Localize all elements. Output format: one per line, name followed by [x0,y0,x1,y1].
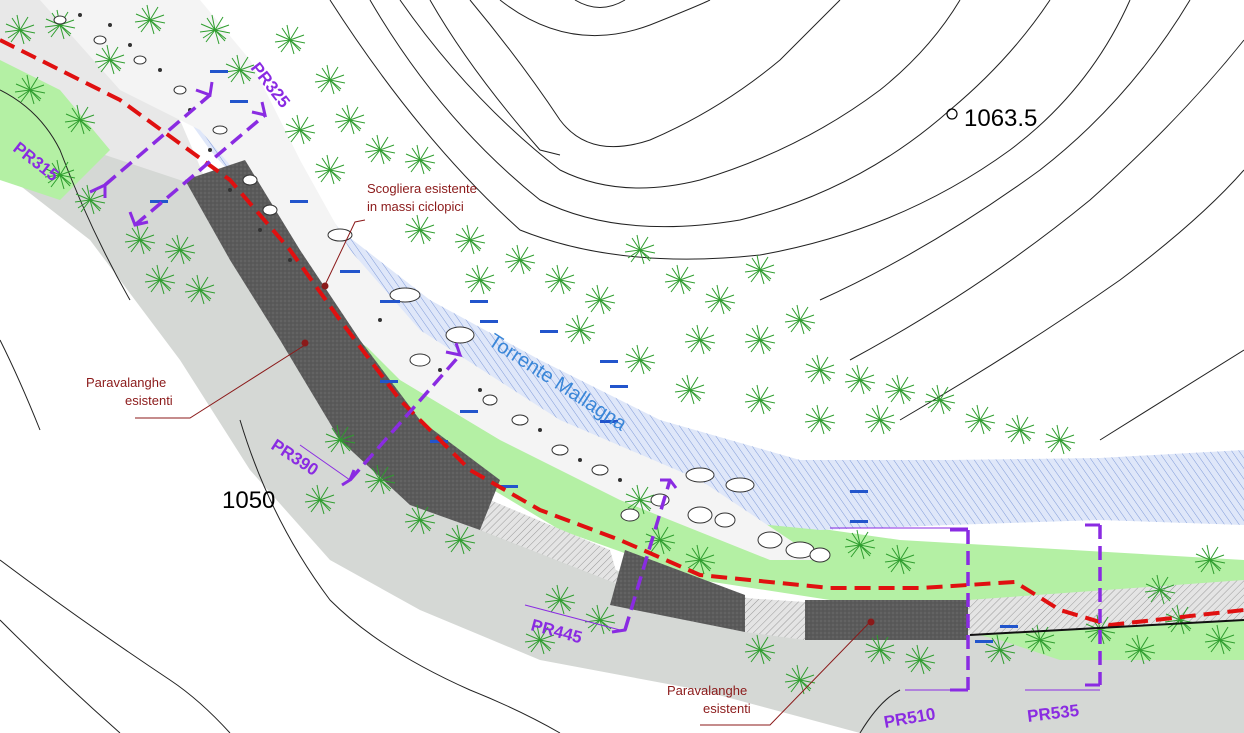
paravalanghe-label-1-line2: esistenti [125,393,173,408]
boulders [53,15,831,563]
avalanche-barrier-3 [805,600,968,640]
paravalanghe-label-2-line1: Paravalanghe [667,683,747,698]
contour-label: 1050 [222,487,275,514]
avalanche-barrier-2 [610,550,745,632]
paravalanghe-label-1-line1: Paravalanghe [86,375,166,390]
avalanche-barrier-1 [185,160,500,530]
leader-lines [135,219,871,726]
section-thin-lines [299,444,1100,691]
spot-elevation-label: 1063.5 [964,105,1037,132]
scogliera-label-line1: Scogliera esistente [367,181,477,196]
spot-elevation-marker [946,108,958,120]
intervention-boundary [0,38,1244,628]
grass-area [340,330,1244,660]
survey-points [150,70,1018,643]
section-lines [103,93,1102,690]
scogliera-label-line2: in massi ciclopici [367,199,464,214]
paravalanghe-label-2-line2: esistenti [703,701,751,716]
